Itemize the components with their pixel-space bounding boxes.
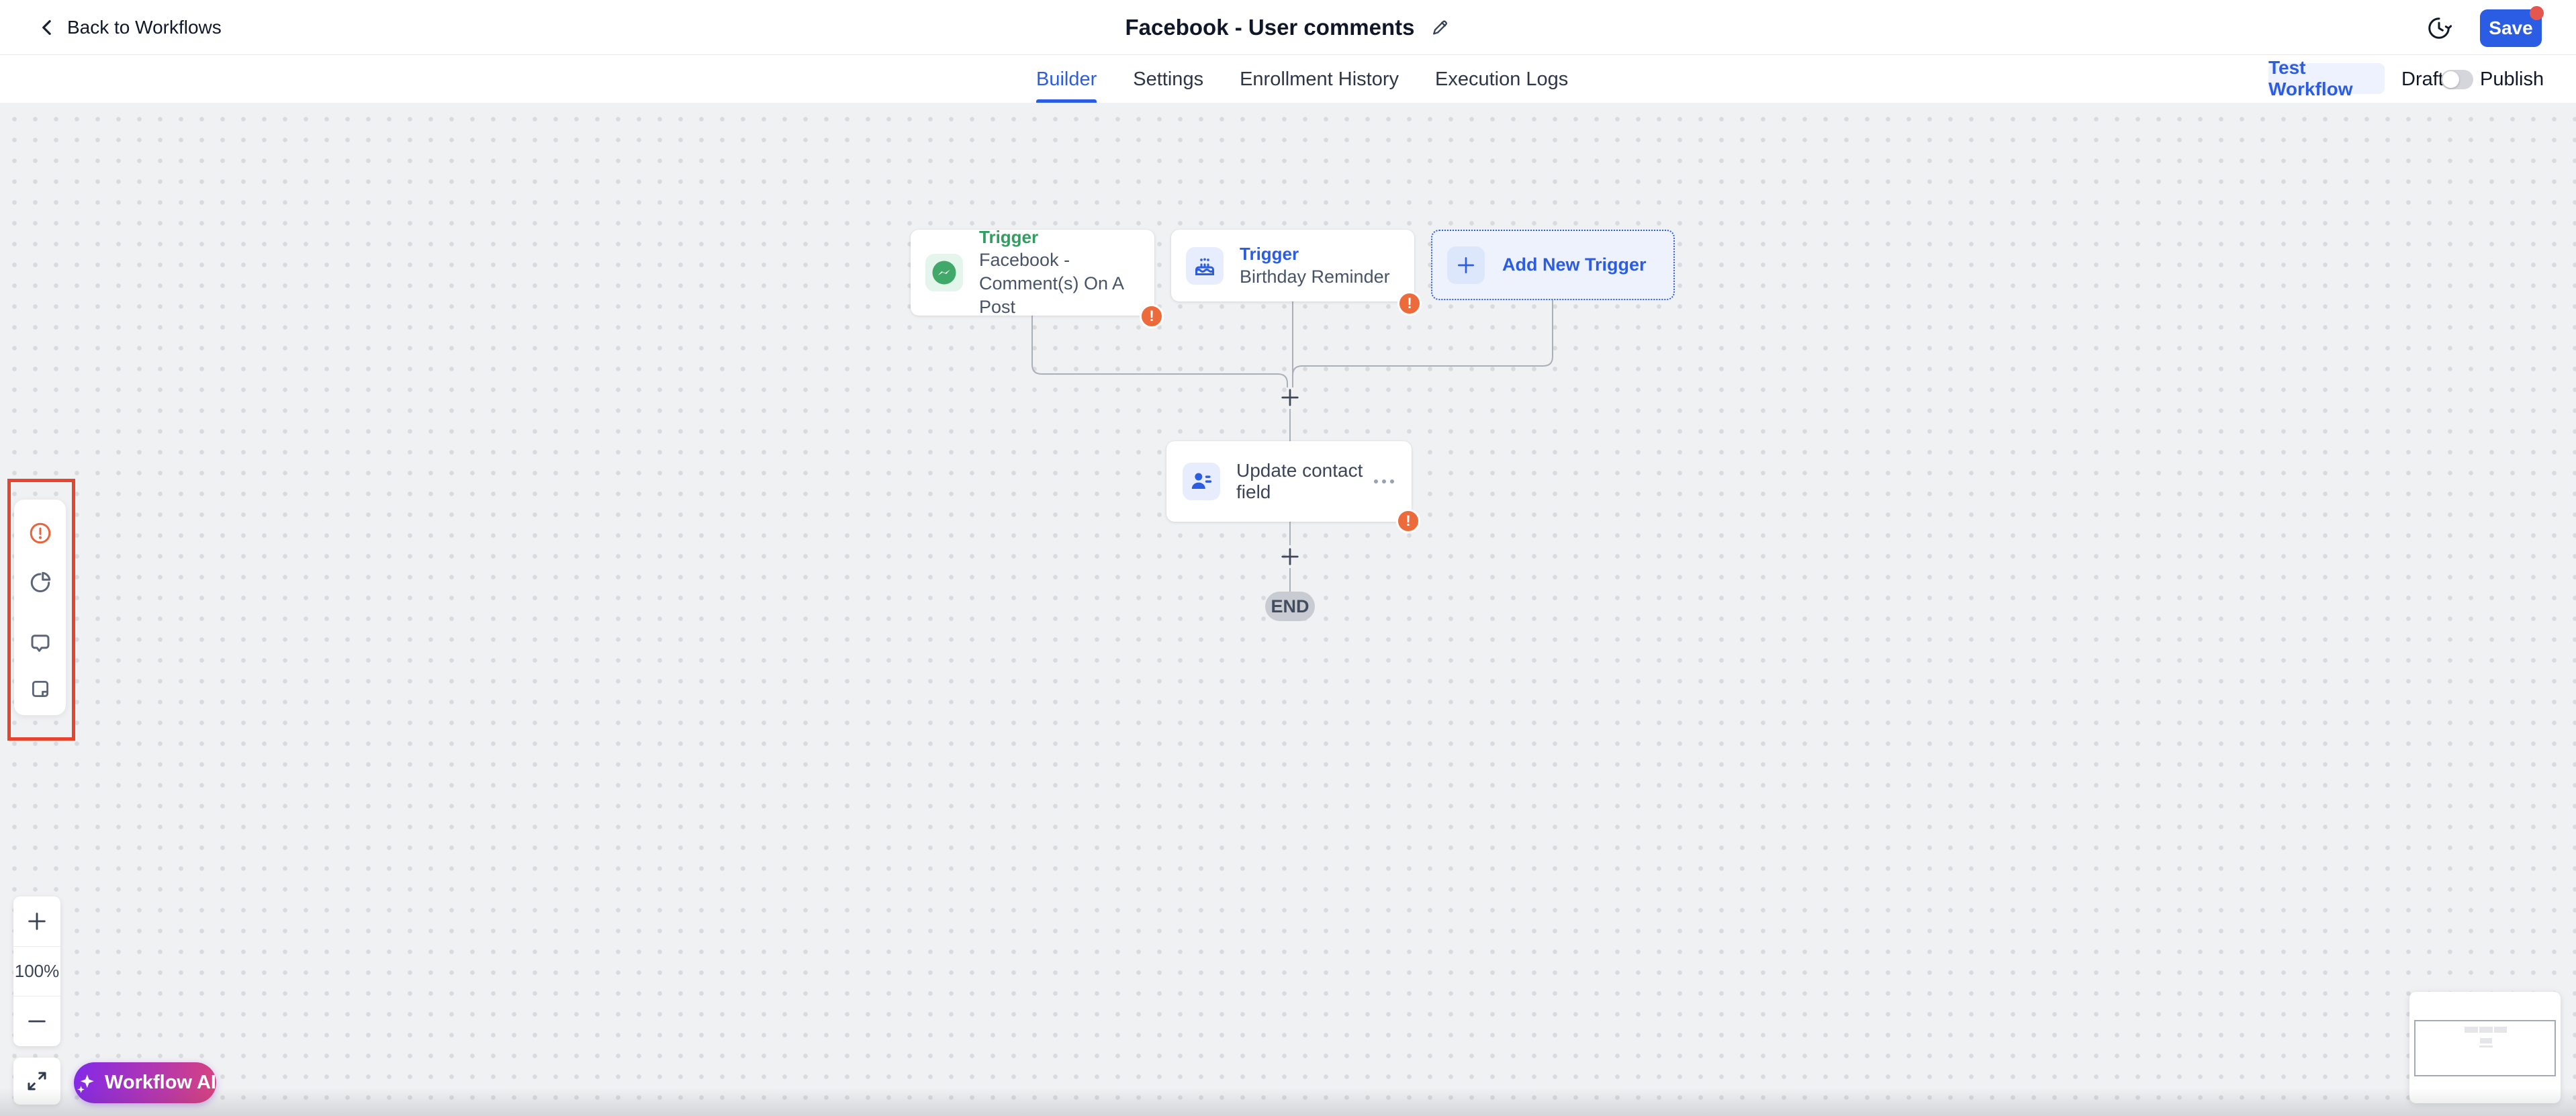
trigger-icon-bg [925, 254, 963, 291]
trigger-node-facebook-comments[interactable]: Trigger Facebook - Comment(s) On A Post [911, 227, 1154, 317]
workflow-canvas[interactable]: Trigger Facebook - Comment(s) On A Post … [0, 103, 2576, 1116]
tab-enrollment-history-label: Enrollment History [1240, 68, 1399, 90]
trigger-kind-label: Trigger [979, 227, 1039, 247]
birthday-cake-icon [1195, 258, 1214, 275]
plus-icon [28, 913, 46, 930]
note-icon[interactable] [29, 678, 52, 700]
add-step-button[interactable] [1279, 545, 1301, 568]
zoom-in-button[interactable] [13, 896, 60, 946]
chevron-left-icon [38, 17, 58, 38]
active-tab-underline [1036, 99, 1097, 103]
error-badge[interactable]: ! [1397, 291, 1422, 316]
zoom-controls: 100% [13, 896, 60, 1046]
trigger-icon-bg [1186, 246, 1224, 285]
version-history-icon[interactable] [2426, 15, 2452, 42]
minimap[interactable] [2409, 992, 2561, 1103]
zoom-level-display: 100% [13, 945, 60, 996]
workflow-ai-button[interactable]: Workflow AI [74, 1062, 216, 1103]
unsaved-changes-dot [2530, 6, 2544, 20]
add-new-trigger-button[interactable]: Add New Trigger [1431, 230, 1675, 300]
minimap-node [2465, 1027, 2478, 1033]
comment-icon[interactable] [28, 631, 52, 655]
workflow-ai-label: Workflow AI [105, 1072, 216, 1093]
tab-settings-label: Settings [1133, 68, 1204, 90]
messenger-icon [932, 261, 956, 285]
publish-toggle[interactable] [2441, 70, 2473, 89]
end-node: END [1265, 592, 1315, 621]
bottom-shadow [0, 1088, 2576, 1116]
save-button[interactable]: Save [2480, 6, 2544, 47]
minimap-node [2480, 1038, 2492, 1043]
test-workflow-label: Test Workflow [2268, 57, 2353, 99]
action-icon-bg [1183, 463, 1220, 500]
plus-icon [1281, 389, 1299, 406]
error-badge[interactable]: ! [1140, 304, 1164, 328]
plus-icon [1281, 548, 1299, 565]
pie-chart-icon[interactable] [28, 570, 52, 594]
save-button-label: Save [2489, 17, 2533, 38]
edit-title-pencil-icon[interactable] [1429, 17, 1451, 38]
minimap-node [2479, 1045, 2493, 1048]
tab-enrollment-history[interactable]: Enrollment History [1240, 56, 1399, 103]
minimap-node [2494, 1027, 2507, 1033]
contact-icon [1191, 473, 1212, 489]
trigger-kind-label: Trigger [1240, 243, 1299, 264]
node-menu-button[interactable] [1373, 475, 1395, 487]
back-to-workflows-label: Back to Workflows [67, 17, 222, 38]
tab-execution-logs[interactable]: Execution Logs [1435, 56, 1568, 103]
plus-icon [1458, 257, 1474, 273]
publish-label: Publish [2480, 68, 2544, 90]
draft-label: Draft [2401, 68, 2444, 90]
plus-icon-bg [1447, 246, 1485, 284]
minimap-node [2479, 1027, 2493, 1033]
zoom-level-label: 100% [14, 961, 60, 981]
tab-settings[interactable]: Settings [1133, 56, 1203, 103]
fullscreen-button[interactable] [13, 1058, 60, 1105]
sparkle-icon [77, 1074, 94, 1093]
add-new-trigger-label: Add New Trigger [1502, 254, 1647, 275]
canvas-side-toolbar [14, 500, 66, 906]
tab-builder-label: Builder [1036, 68, 1097, 90]
trigger-node-birthday-reminder[interactable]: Trigger Birthday Reminder [1171, 230, 1414, 301]
minus-icon [28, 1020, 46, 1023]
zoom-out-button[interactable] [13, 996, 60, 1046]
action-node-title: Update contact field [1236, 460, 1363, 502]
action-node-update-contact-field[interactable]: Update contact field [1166, 441, 1412, 522]
test-workflow-button[interactable]: Test Workflow [2268, 57, 2385, 99]
publish-toggle-knob [2442, 71, 2459, 88]
workflow-tabbar: Builder Settings Enrollment History Exec… [0, 56, 2576, 103]
error-badge[interactable]: ! [1396, 509, 1420, 533]
tab-builder[interactable]: Builder [1036, 56, 1097, 103]
page-title: Facebook - User comments [1125, 15, 1415, 40]
expand-icon [28, 1072, 46, 1090]
tab-group: Builder Settings Enrollment History Exec… [1036, 56, 1568, 103]
trigger-name: Birthday Reminder [1240, 266, 1390, 287]
back-to-workflows-button[interactable]: Back to Workflows [38, 0, 222, 55]
top-header: Back to Workflows Facebook - User commen… [0, 0, 2576, 55]
add-step-button[interactable] [1279, 386, 1301, 409]
trigger-name: Facebook - Comment(s) On A Post [979, 250, 1123, 317]
tab-execution-logs-label: Execution Logs [1434, 68, 1569, 90]
alert-icon[interactable] [28, 521, 52, 545]
